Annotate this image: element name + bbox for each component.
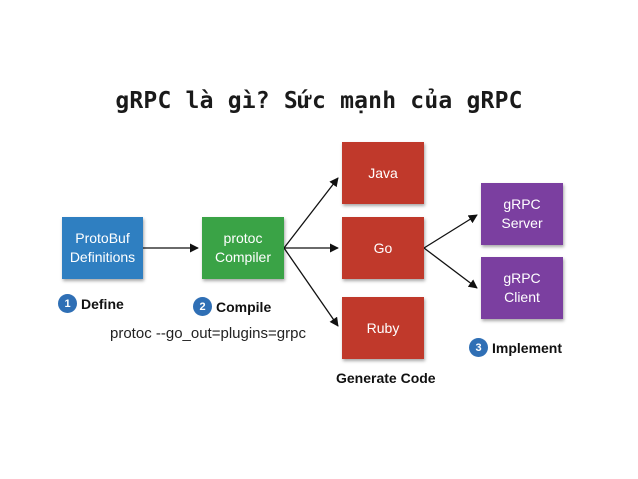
protoc-compiler-box: protoc Compiler	[202, 217, 284, 279]
grpc-client-box: gRPC Client	[481, 257, 563, 319]
protobuf-line1: ProtoBuf	[75, 230, 130, 246]
protoc-line1: protoc	[223, 230, 263, 246]
step-compile-label: Compile	[216, 298, 272, 315]
go-label: Go	[373, 239, 393, 256]
step-implement: 3 Implement	[469, 338, 562, 357]
protoc-line2: Compiler	[214, 249, 271, 265]
step-define: 1 Define	[58, 294, 124, 313]
page-title: gRPC là gì? Sức mạnh của gRPC	[115, 88, 523, 114]
protoc-command: protoc --go_out=plugins=grpc	[110, 325, 306, 342]
go-box: Go	[342, 217, 424, 279]
protobuf-definitions-box: ProtoBuf Definitions	[62, 217, 143, 279]
ruby-box: Ruby	[342, 297, 424, 359]
client-line2: Client	[504, 289, 540, 305]
arrow-protoc-to-java	[283, 177, 339, 249]
step-1-badge: 1	[58, 294, 77, 313]
protobuf-line2: Definitions	[69, 249, 136, 265]
client-line1: gRPC	[503, 270, 541, 286]
arrow-go-to-server	[423, 214, 478, 249]
server-line1: gRPC	[503, 196, 541, 212]
java-box: Java	[342, 142, 424, 204]
step-2-badge: 2	[193, 297, 212, 316]
arrow-protoc-to-ruby	[283, 247, 339, 327]
step-implement-label: Implement	[492, 339, 563, 356]
generate-code-label: Generate Code	[336, 370, 436, 386]
java-label: Java	[368, 164, 398, 181]
step-define-label: Define	[81, 295, 124, 312]
ruby-label: Ruby	[366, 319, 400, 336]
step-3-badge: 3	[469, 338, 488, 357]
server-line2: Server	[501, 215, 543, 231]
step-compile: 2 Compile	[193, 297, 271, 316]
arrow-go-to-client	[423, 247, 478, 289]
grpc-server-box: gRPC Server	[481, 183, 563, 245]
